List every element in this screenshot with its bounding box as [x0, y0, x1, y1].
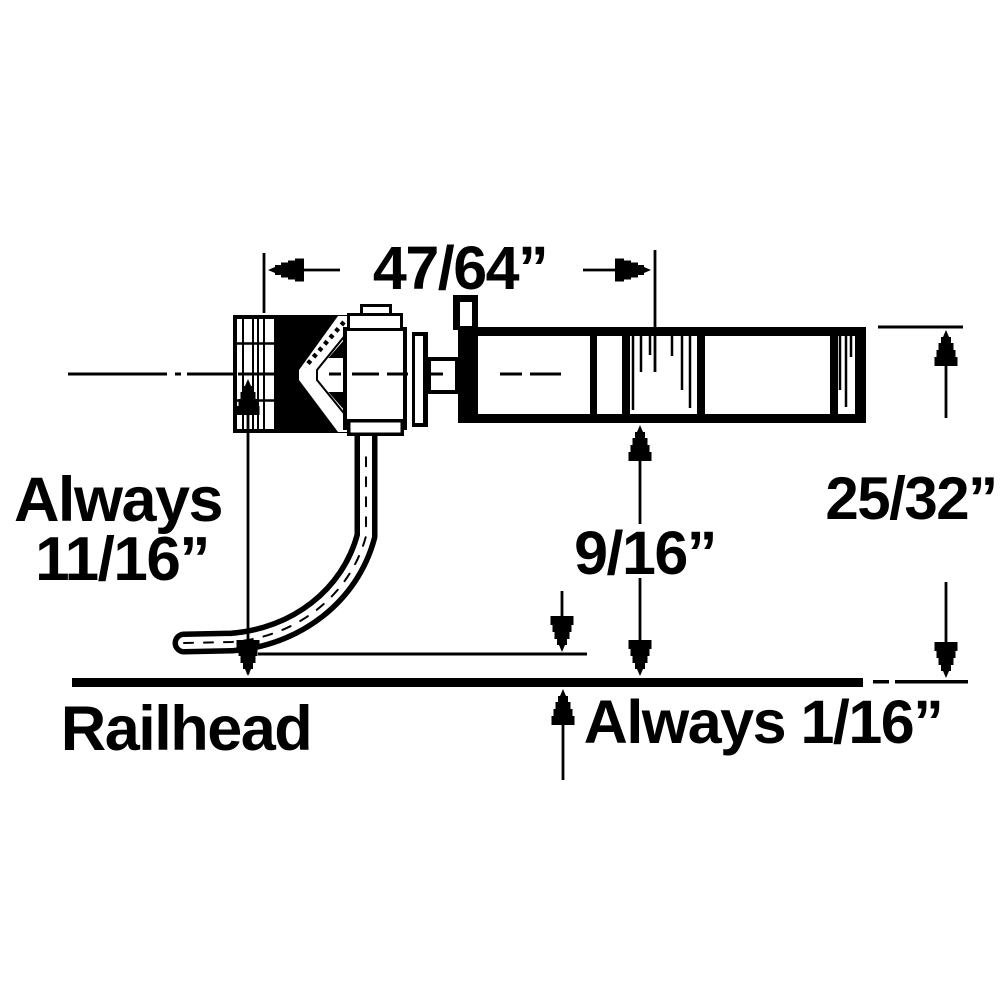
- arrow-up-icon: [551, 689, 575, 725]
- dim-gauge-top-height: [878, 325, 963, 646]
- gauge-body: [470, 327, 866, 423]
- coupler-rear-bar: [412, 332, 428, 427]
- gauge-front-post: [453, 295, 478, 423]
- knuckle-band: [299, 316, 352, 432]
- coupler-bottom-lip: [347, 419, 404, 436]
- arrow-left-icon: [268, 258, 304, 282]
- arrow-up-icon: [934, 330, 958, 366]
- knuckle-inner-edge: [316, 327, 352, 423]
- arrow-up-icon: [628, 425, 652, 461]
- arrow-right-icon: [615, 258, 651, 282]
- label-coupler-length: 47/64”: [373, 234, 547, 302]
- gauge-body-hatch-lines: [631, 336, 853, 410]
- arrow-down-icon: [934, 642, 958, 678]
- label-trip-pin-clearance: Always 1/16”: [584, 688, 942, 756]
- label-railhead: Railhead: [61, 694, 312, 764]
- label-underbody-height: 9/16”: [574, 519, 716, 587]
- coupler-head-body: [343, 327, 407, 430]
- arrow-down-icon: [236, 640, 260, 676]
- dim-coupler-length: [262, 250, 657, 372]
- arrow-down-icon: [550, 616, 574, 652]
- label-centerline-height: 11/16”: [35, 525, 209, 594]
- railhead-line: [72, 678, 968, 687]
- railhead-extension-dash: [873, 680, 889, 684]
- coupler-head: [233, 304, 428, 436]
- label-gauge-top-height: 25/32”: [825, 465, 996, 532]
- railhead-extension-line: [895, 680, 968, 684]
- arrow-down-icon: [628, 640, 652, 676]
- coupler-top-tab: [360, 304, 392, 316]
- gauge-body-dividers: [590, 336, 838, 414]
- dim-trip-pin-clearance: [560, 591, 565, 780]
- coupler-top-lip: [347, 313, 403, 331]
- knuckle-serration: [303, 320, 346, 369]
- label-always: Always: [14, 465, 222, 535]
